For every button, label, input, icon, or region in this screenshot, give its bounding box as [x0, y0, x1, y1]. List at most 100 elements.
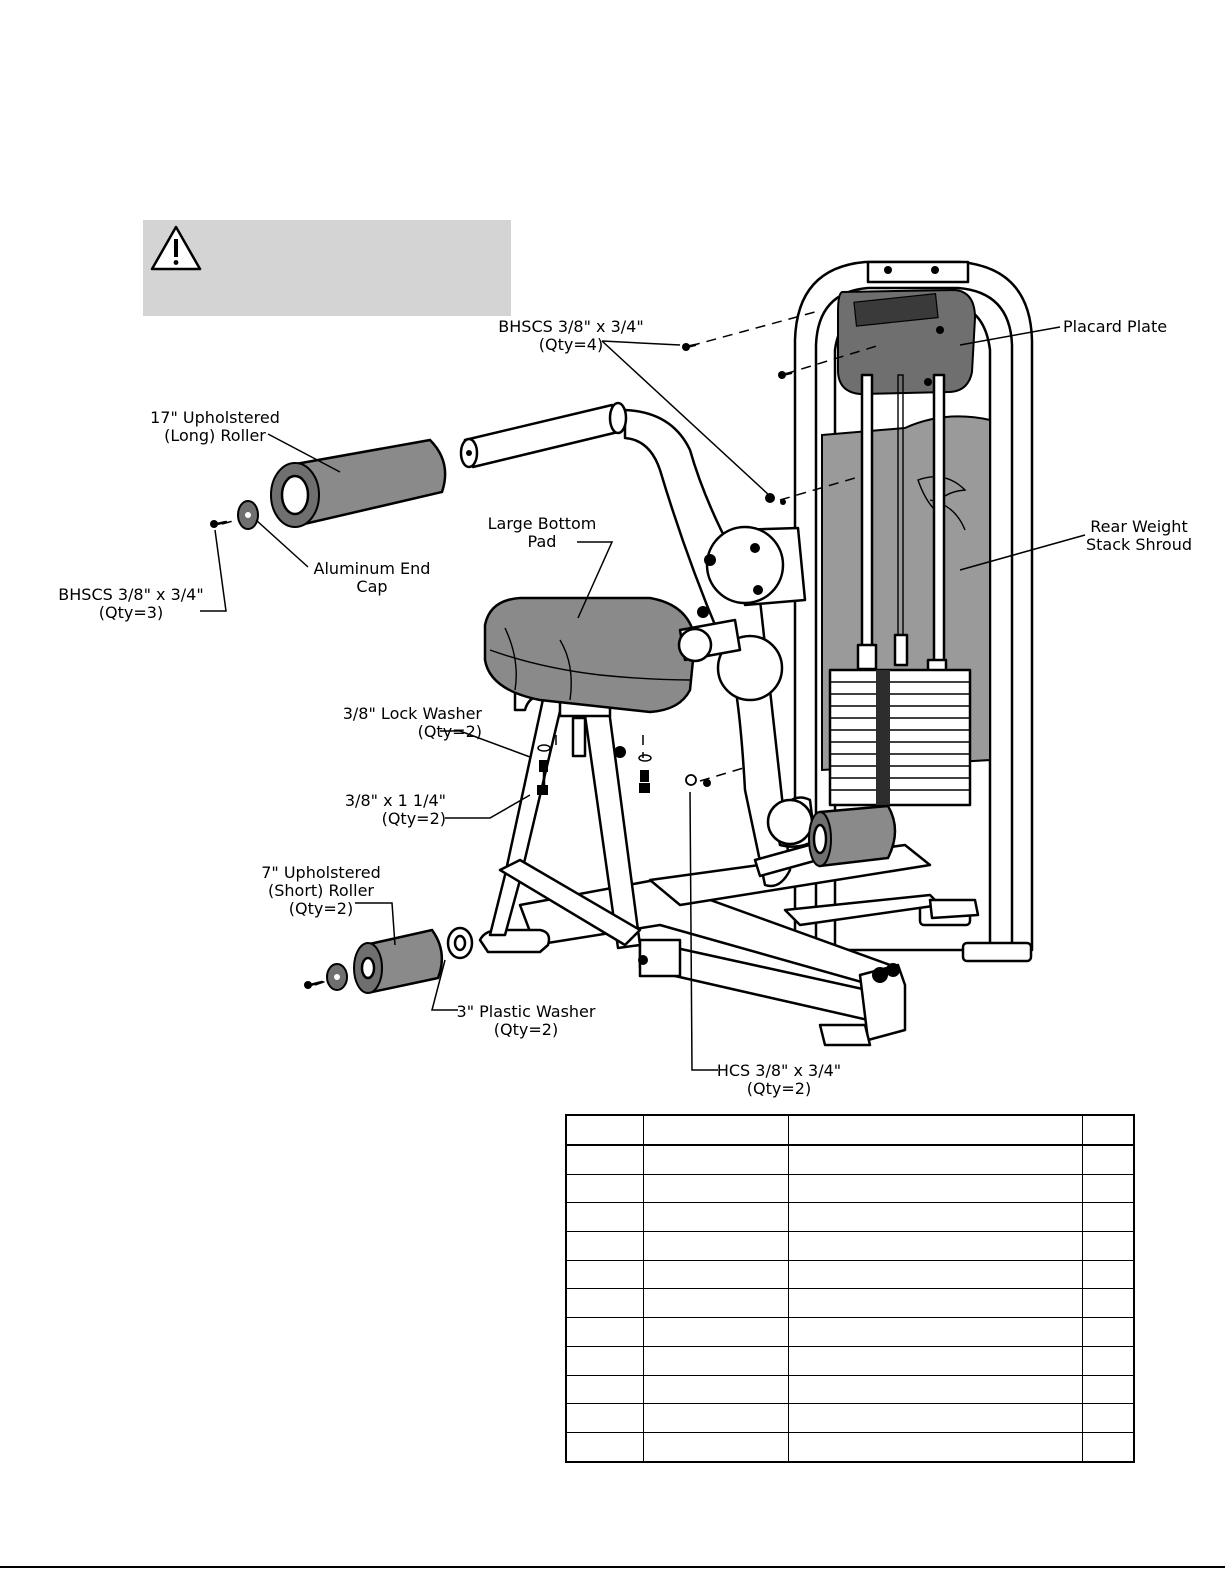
parts-table-cell — [642, 1202, 789, 1233]
parts-table-cell — [1081, 1317, 1135, 1347]
end-cap-label: Aluminum End Cap — [309, 560, 435, 596]
parts-table-cell — [787, 1432, 1083, 1463]
parts-table-cell — [565, 1288, 644, 1319]
long-roller — [270, 438, 447, 528]
parts-table-cell — [565, 1259, 644, 1290]
parts-table-row — [565, 1231, 1135, 1261]
parts-table-cell — [565, 1403, 644, 1434]
parts-table-cell — [642, 1432, 789, 1463]
short-roller-label-line2: (Short) Roller — [267, 881, 374, 900]
parts-table-cell — [1081, 1432, 1135, 1463]
bolt-label-line2: (Qty=2) — [381, 809, 446, 828]
short-roller-end-cap — [304, 963, 348, 991]
parts-table-cell — [642, 1374, 789, 1405]
bhscs-left-label: BHSCS 3/8" x 3/4" (Qty=3) — [58, 586, 204, 622]
parts-table-cell — [642, 1403, 789, 1434]
seat-frame — [488, 673, 642, 950]
leader-lines — [200, 326, 1086, 1071]
long-roller-label-line2: (Long) Roller — [164, 426, 266, 445]
hcs-label-line1: HCS 3/8" x 3/4" — [716, 1061, 842, 1080]
parts-table-cell — [787, 1317, 1083, 1347]
parts-table-cell — [565, 1173, 644, 1204]
parts-table-row — [565, 1317, 1135, 1347]
parts-table-cell — [787, 1202, 1083, 1233]
parts-table-cell — [642, 1231, 789, 1261]
assembly-diagram: .o { fill: #ffffff; stroke: #000; stroke… — [200, 260, 1086, 1071]
parts-table-cell — [565, 1231, 644, 1261]
parts-table-cell — [642, 1288, 789, 1319]
placard-plate-label-text: Placard Plate — [1063, 317, 1168, 336]
plastic-washer-label: 3" Plastic Washer (Qty=2) — [454, 1003, 598, 1039]
parts-table-cell — [642, 1317, 789, 1347]
parts-table-row — [565, 1288, 1135, 1319]
weight-stack — [828, 373, 972, 807]
parts-table-cell — [565, 1144, 644, 1175]
parts-table-row — [565, 1432, 1135, 1463]
parts-table-cell — [787, 1403, 1083, 1434]
parts-table-cell — [787, 1259, 1083, 1290]
bhscs-left-label-line1: BHSCS 3/8" x 3/4" — [58, 585, 204, 604]
fasteners — [537, 343, 793, 795]
parts-table-cell — [642, 1144, 789, 1175]
parts-table-header-cell — [565, 1114, 644, 1146]
parts-table-cell — [565, 1345, 644, 1376]
bhscs-top-label-line2: (Qty=4) — [538, 335, 604, 354]
parts-table-cell — [1081, 1403, 1135, 1434]
movement-arm — [459, 401, 827, 888]
parts-table-cell — [1081, 1374, 1135, 1405]
short-roller-label-line3: (Qty=2) — [288, 899, 354, 918]
plastic-washer-label-line1: 3" Plastic Washer — [456, 1002, 596, 1021]
parts-table-cell — [1081, 1288, 1135, 1319]
parts-table-cell — [787, 1374, 1083, 1405]
rear-shroud-label-line1: Rear Weight — [1090, 517, 1188, 536]
large-pad-label-line1: Large Bottom — [487, 514, 597, 533]
parts-table-row — [565, 1259, 1135, 1290]
hcs-label-line2: (Qty=2) — [746, 1079, 812, 1098]
placard-plate-label: Placard Plate — [1063, 318, 1167, 336]
hcs-label: HCS 3/8" x 3/4" (Qty=2) — [716, 1062, 842, 1098]
parts-table-row — [565, 1345, 1135, 1376]
parts-table-cell — [787, 1345, 1083, 1376]
warning-triangle-icon — [150, 225, 202, 271]
parts-table-cell — [642, 1345, 789, 1376]
parts-table-row — [565, 1173, 1135, 1204]
short-roller — [353, 928, 444, 994]
aluminum-end-cap — [237, 500, 259, 530]
large-pad-label: Large Bottom Pad — [487, 515, 597, 551]
bhscs-top-label-line1: BHSCS 3/8" x 3/4" — [498, 317, 644, 336]
long-roller-label-line1: 17" Upholstered — [150, 408, 280, 427]
lock-washer-label: 3/8" Lock Washer (Qty=2) — [322, 705, 482, 741]
bolt-label-line1: 3/8" x 1 1/4" — [344, 791, 446, 810]
large-pad-label-line2: Pad — [527, 532, 557, 551]
parts-table-cell — [1081, 1144, 1135, 1175]
parts-table-row — [565, 1374, 1135, 1405]
parts-table-cell — [642, 1173, 789, 1204]
parts-table-row — [565, 1403, 1135, 1434]
parts-table-header-cell — [787, 1114, 1083, 1146]
parts-table-cell — [787, 1173, 1083, 1204]
parts-table-cell — [565, 1432, 644, 1463]
parts-table-cell — [1081, 1345, 1135, 1376]
parts-table-header-row — [565, 1114, 1135, 1146]
short-roller-label: 7" Upholstered (Short) Roller (Qty=2) — [256, 864, 386, 918]
bolt-label: 3/8" x 1 1/4" (Qty=2) — [338, 792, 446, 828]
warning-box — [143, 220, 511, 316]
parts-table-cell — [565, 1374, 644, 1405]
lock-washer-label-line2: (Qty=2) — [417, 722, 482, 741]
plastic-washer — [446, 926, 474, 960]
parts-table-cell — [1081, 1173, 1135, 1204]
lock-washer-label-line1: 3/8" Lock Washer — [342, 704, 482, 723]
parts-table-cell — [787, 1288, 1083, 1319]
installed-short-roller — [808, 804, 897, 868]
end-cap-label-line2: Cap — [356, 577, 388, 596]
parts-table-body — [565, 1114, 1135, 1463]
parts-table-cell — [787, 1144, 1083, 1175]
plastic-washer-label-line2: (Qty=2) — [493, 1020, 559, 1039]
rear-shroud-label: Rear Weight Stack Shroud — [1082, 518, 1196, 554]
end-cap-label-line1: Aluminum End — [313, 559, 431, 578]
bhscs-bolt-left — [210, 520, 228, 528]
parts-table — [565, 1114, 1135, 1463]
parts-table-header-cell — [1081, 1114, 1135, 1146]
parts-table-cell — [1081, 1231, 1135, 1261]
parts-table-cell — [787, 1231, 1083, 1261]
